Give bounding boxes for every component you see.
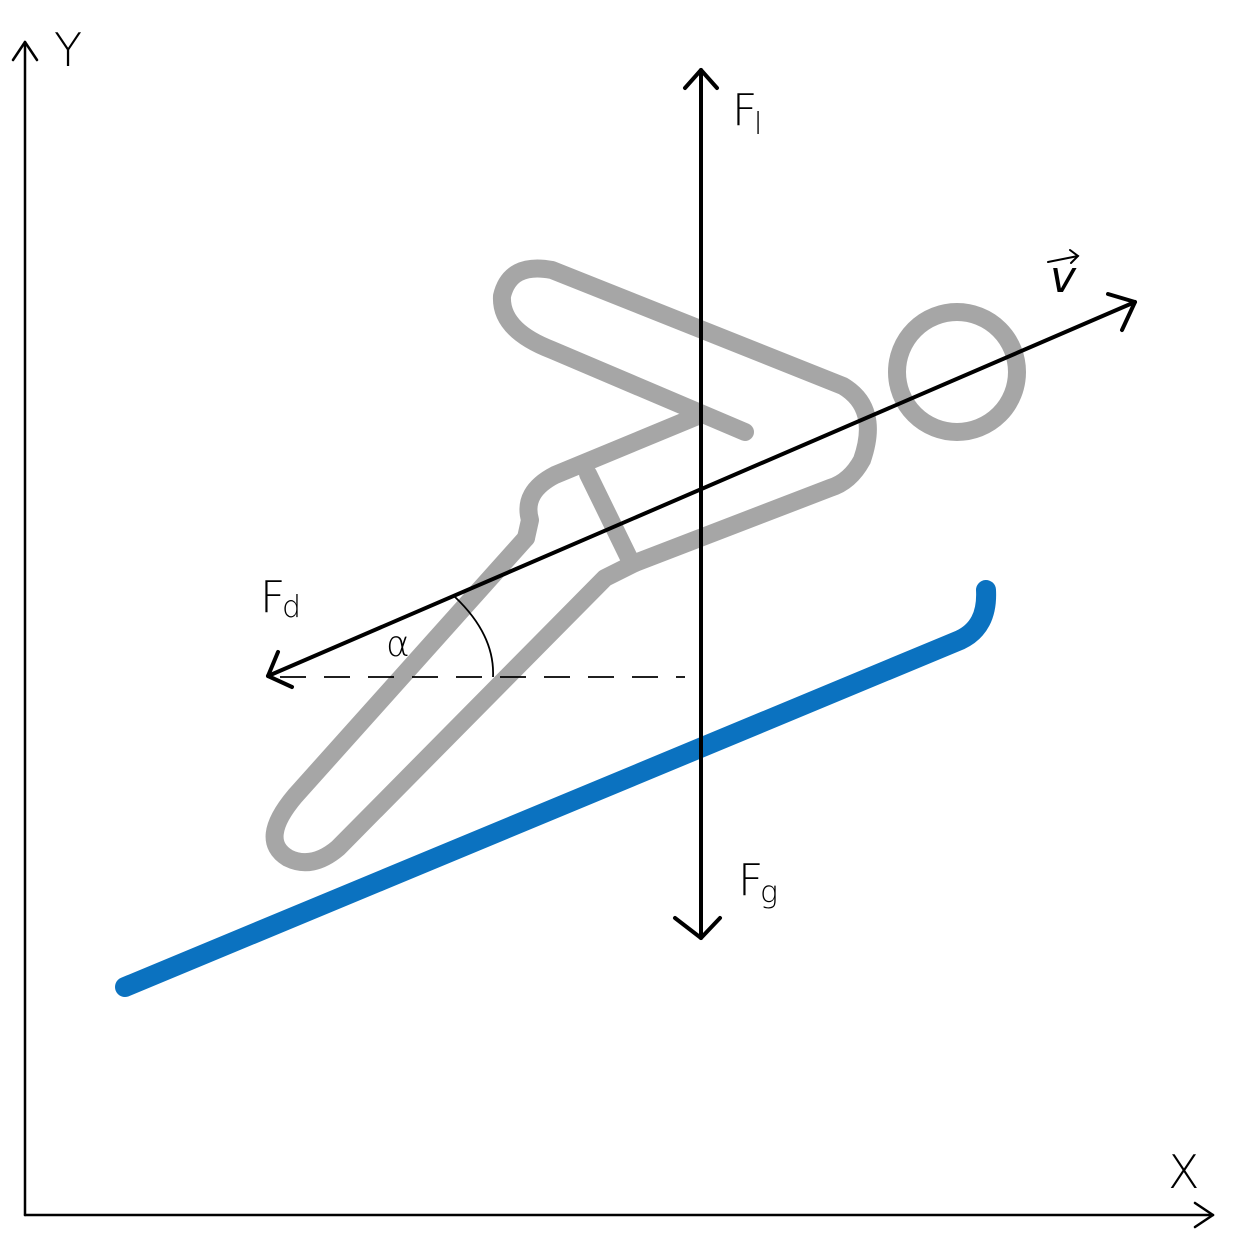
drag-arrowhead — [266, 650, 294, 689]
ski — [115, 580, 997, 997]
lift-arrowhead — [683, 68, 719, 90]
ski-jumper-figure — [265, 259, 1026, 872]
gravity-arrowhead — [673, 916, 722, 940]
gravity-force-main: F — [738, 855, 763, 906]
jumper-torso — [517, 406, 709, 547]
jumper-waist — [579, 465, 639, 569]
jumper-head — [888, 303, 1026, 441]
jumper-leg — [265, 529, 644, 872]
angle-arc — [454, 596, 494, 678]
x-axis-arrowhead — [1193, 1201, 1215, 1229]
angle-reference — [280, 596, 685, 678]
jumper-arm — [492, 259, 877, 572]
lift-force-label: F l — [732, 85, 762, 142]
velocity-vector-arrow-icon — [1047, 249, 1080, 264]
lift-force-subscript: l — [754, 107, 762, 142]
drag-force-subscript: d — [282, 590, 301, 625]
lift-force-main: F — [732, 85, 757, 136]
lift-gravity-line — [673, 68, 722, 940]
coordinate-axes — [11, 40, 1215, 1229]
velocity-arrowhead — [1106, 292, 1137, 332]
drag-force-main: F — [260, 572, 285, 623]
gravity-force-subscript: g — [760, 875, 778, 910]
drag-force-label: F d — [260, 572, 301, 625]
gravity-force-label: F g — [738, 855, 778, 910]
x-axis-label: X — [1168, 1145, 1200, 1199]
angle-alpha-label: α — [386, 624, 410, 665]
y-axis-label: Y — [54, 23, 82, 77]
y-axis-arrowhead — [11, 40, 39, 62]
velocity-label: v — [1047, 249, 1080, 303]
